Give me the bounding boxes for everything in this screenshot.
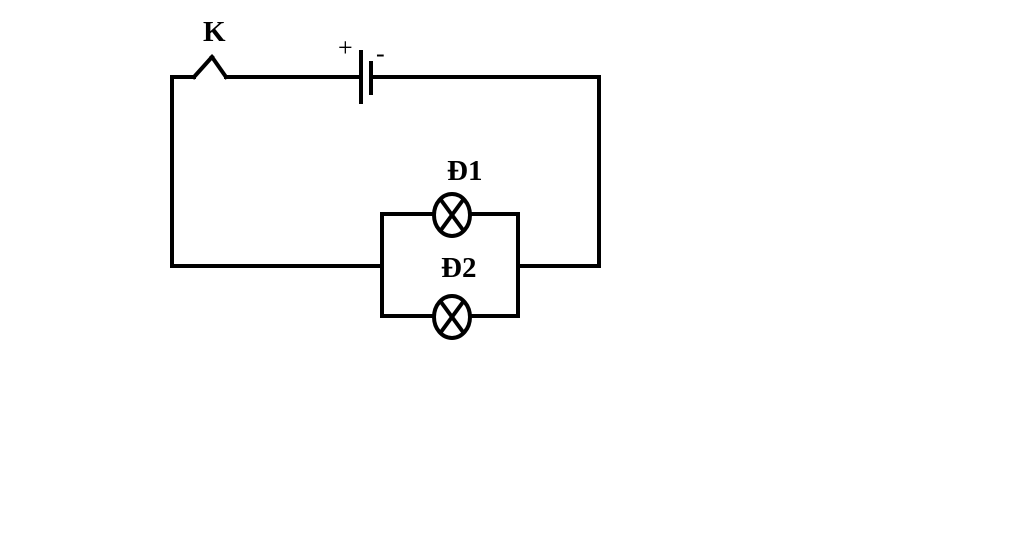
lamp-d2-cross-b [439,300,465,334]
battery [359,50,373,104]
wire-right [371,75,601,268]
lamp-d1-label: Đ1 [447,155,482,187]
battery-minus-label: - [376,39,385,68]
lamp-d1-cross-b [439,198,465,232]
wire-branch-left [380,212,436,318]
battery-plus-label: + [338,33,353,62]
switch-contact [209,54,229,80]
wire-left [170,75,384,268]
switch-k [191,54,229,80]
switch-label: K [203,16,226,48]
lamp-d2-label: Đ2 [441,252,476,284]
wire-branch-right [468,212,520,318]
lamp-d1 [432,192,472,238]
lamp-d2 [432,294,472,340]
switch-blade [191,54,215,80]
